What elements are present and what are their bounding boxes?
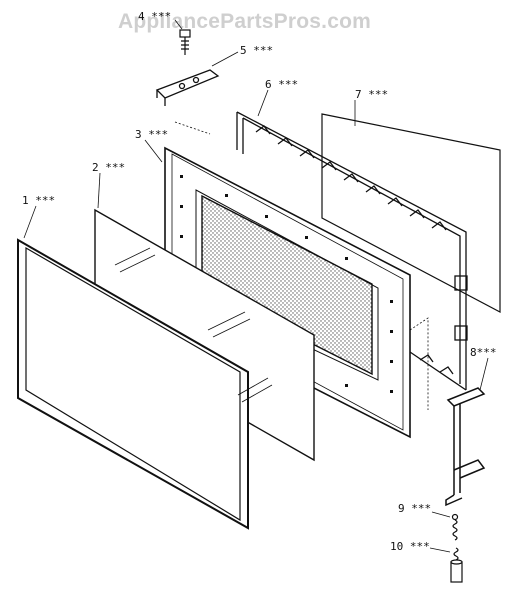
- callout-3: 3 ***: [135, 128, 169, 141]
- callout-1: 1 ***: [22, 194, 56, 207]
- callout-9: 9 ***: [398, 502, 432, 515]
- callout-4: 4 ***: [138, 10, 172, 23]
- leader-lines: [23, 19, 489, 553]
- part-3-door-frame: [164, 146, 411, 439]
- callout-6: 6 ***: [265, 78, 299, 91]
- part-4-screw: [179, 29, 191, 55]
- callout-2: 2 ***: [92, 161, 126, 174]
- part-10-plunger: [450, 547, 463, 583]
- part-5-bracket: [155, 69, 220, 106]
- callout-10: 10 ***: [390, 540, 430, 553]
- callout-7: 7 ***: [355, 88, 389, 101]
- callout-5: 5 ***: [240, 44, 274, 57]
- part-8-latch: [445, 387, 486, 507]
- part-7-panel: [321, 113, 501, 313]
- callout-8: 8***: [470, 346, 497, 359]
- watermark: AppliancePartsPros.com: [118, 10, 371, 33]
- part-1-trim: [17, 238, 273, 530]
- part-9-spring: [451, 513, 459, 541]
- part-6-frame: [236, 111, 468, 391]
